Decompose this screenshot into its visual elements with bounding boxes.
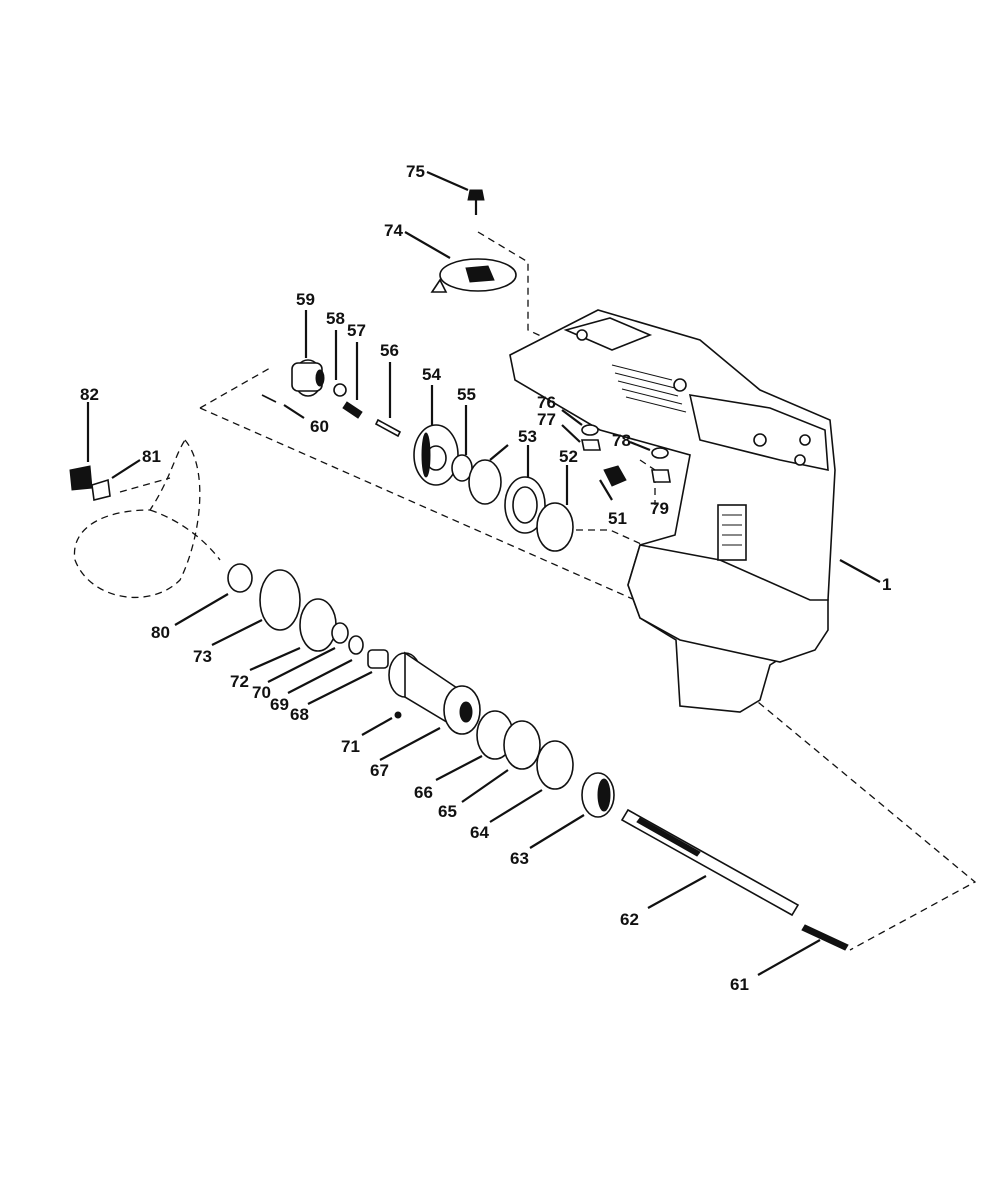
label-66: 66 — [414, 783, 433, 802]
label-75: 75 — [406, 162, 425, 181]
label-1: 1 — [882, 575, 891, 594]
label-69: 69 — [270, 695, 289, 714]
label-51: 51 — [608, 509, 627, 528]
label-57: 57 — [347, 321, 366, 340]
nut-79 — [651, 469, 671, 483]
prop-nut-82 — [69, 465, 93, 491]
gear-housing — [509, 309, 836, 713]
seal-70 — [331, 622, 349, 644]
label-54: 54 — [422, 365, 441, 384]
washer-78 — [651, 447, 669, 459]
label-76: 76 — [537, 393, 556, 412]
trim-tab-74 — [430, 258, 517, 293]
label-80: 80 — [151, 623, 170, 642]
bracket-51 — [603, 465, 627, 487]
propeller-shaft-62 — [620, 808, 800, 917]
bearing-65 — [503, 720, 541, 770]
shim-64 — [536, 740, 574, 790]
label-52: 52 — [559, 447, 578, 466]
label-72: 72 — [230, 672, 249, 691]
retaining-ring-72 — [299, 598, 337, 652]
label-74: 74 — [384, 221, 403, 240]
pin-57 — [342, 401, 363, 419]
spring-61 — [801, 924, 849, 951]
label-61: 61 — [730, 975, 749, 994]
label-59: 59 — [296, 290, 315, 309]
label-65: 65 — [438, 802, 457, 821]
label-55: 55 — [457, 385, 476, 404]
pin-60 — [261, 394, 277, 403]
clutch-59 — [291, 359, 325, 397]
pin-56 — [374, 418, 402, 438]
ring-52 — [536, 502, 574, 552]
seal-69 — [348, 635, 364, 655]
propeller-outline — [73, 438, 221, 599]
label-77: 77 — [537, 410, 556, 429]
tab-washer-81 — [91, 478, 111, 501]
label-53: 53 — [518, 427, 537, 446]
parts — [69, 189, 849, 951]
washer-80 — [227, 563, 253, 593]
bearing-ring-73 — [259, 569, 301, 631]
bearing-53 — [468, 459, 546, 534]
gear-63 — [581, 772, 615, 818]
part-labels: 75 74 59 58 57 56 60 54 55 53 52 76 77 7… — [80, 162, 891, 994]
label-79: 79 — [650, 499, 669, 518]
label-82: 82 — [80, 385, 99, 404]
label-56: 56 — [380, 341, 399, 360]
label-62: 62 — [620, 910, 639, 929]
screw-75 — [467, 189, 485, 215]
pin-71 — [394, 711, 402, 719]
label-73: 73 — [193, 647, 212, 666]
gear-54 — [413, 424, 459, 486]
ring-58 — [333, 383, 347, 397]
label-81: 81 — [142, 447, 161, 466]
bearing-carrier-67 — [388, 651, 481, 735]
label-71: 71 — [341, 737, 360, 756]
washer-76 — [581, 424, 599, 436]
bushing-68 — [367, 649, 389, 669]
label-70: 70 — [252, 683, 271, 702]
label-64: 64 — [470, 823, 489, 842]
label-78: 78 — [612, 431, 631, 450]
label-60: 60 — [310, 417, 329, 436]
label-58: 58 — [326, 309, 345, 328]
label-63: 63 — [510, 849, 529, 868]
label-68: 68 — [290, 705, 309, 724]
nut-77 — [581, 439, 601, 451]
label-67: 67 — [370, 761, 389, 780]
leader-lines — [86, 170, 881, 976]
